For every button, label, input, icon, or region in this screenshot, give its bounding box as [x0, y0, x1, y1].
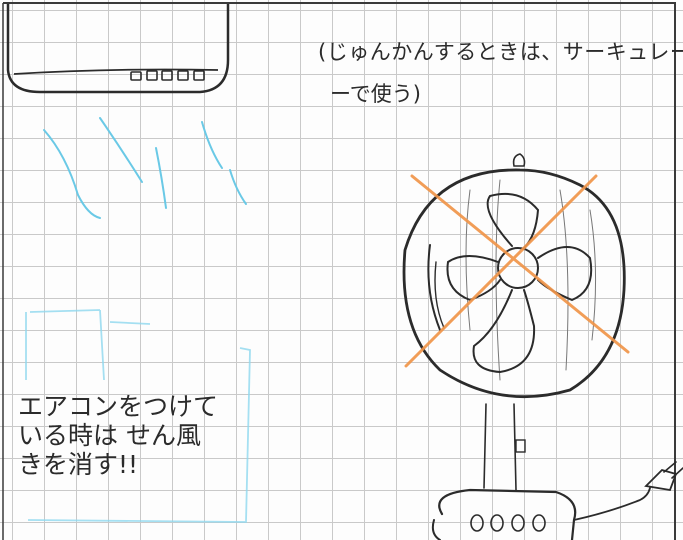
prohibited-cross-icon [404, 174, 630, 368]
electric-fan-icon [402, 153, 683, 540]
fan-button [511, 514, 525, 532]
fan-button [532, 514, 546, 532]
fan-off-note: エアコンをつけて いる時は せん風 きを消す!! [18, 392, 219, 479]
fan-off-note-line-1: エアコンをつけて [18, 392, 219, 421]
ac-control-buttons [130, 70, 205, 81]
page-border [3, 2, 676, 540]
fan-off-note-line-3: きを消す!! [18, 449, 139, 479]
fan-button [470, 514, 484, 532]
ac-button [161, 70, 173, 81]
ac-button [177, 70, 189, 81]
air-conditioner-icon [6, 4, 230, 94]
fan-off-note-line-2: いる時は せん風 [18, 420, 201, 450]
ac-button [193, 70, 205, 81]
ac-button [146, 70, 158, 81]
ac-button [130, 71, 142, 81]
fan-button [490, 514, 504, 532]
circulator-note-line-2: ーで使う) [330, 82, 421, 106]
faint-note-box [25, 309, 251, 523]
fan-base-buttons [470, 514, 546, 532]
circulator-note-line-1: (じゅんかんするときは、サーキュレータ [318, 40, 683, 64]
cool-airflow-icon [43, 117, 247, 219]
